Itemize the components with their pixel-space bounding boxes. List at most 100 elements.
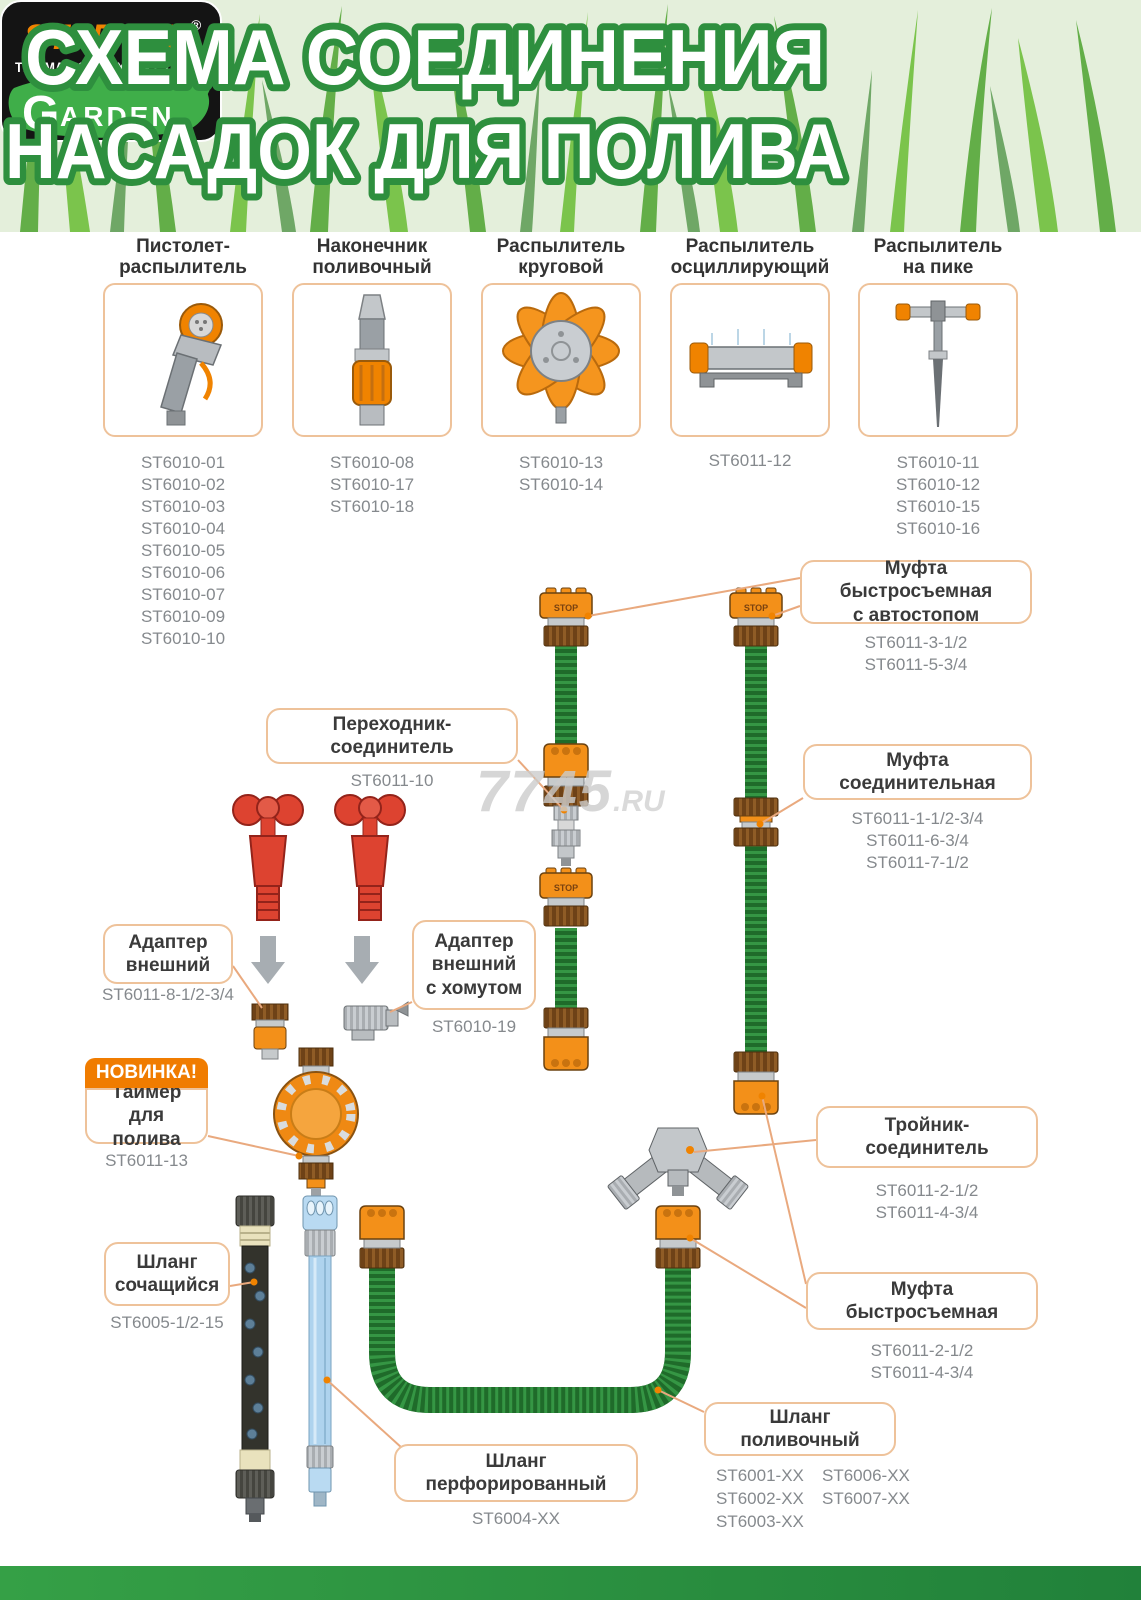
label-line: Наконечник bbox=[316, 236, 428, 257]
label-line: распылитель bbox=[119, 257, 247, 278]
stop-connector-icon bbox=[539, 587, 593, 647]
label-line: поливочный bbox=[312, 257, 432, 278]
quick-connector-icon bbox=[543, 1007, 589, 1071]
label-line: осциллирующий bbox=[670, 257, 830, 278]
tap-icon bbox=[232, 794, 304, 921]
codes-seep-hose: ST6005-1/2-15 bbox=[84, 1312, 250, 1334]
codes-perforated-hose: ST6004-XX bbox=[394, 1508, 638, 1530]
spike-sprinkler-icon bbox=[895, 300, 981, 427]
product-card-nozzle bbox=[292, 283, 452, 437]
callout-quick-coupling: Муфта быстросъемная bbox=[806, 1272, 1038, 1330]
garden-rest: ARDEN bbox=[60, 101, 175, 132]
quick-connector-icon bbox=[733, 1051, 779, 1115]
garden-g: G bbox=[22, 87, 59, 140]
poster-title: СХЕМА СОЕДИНЕНИЯ НАСАДОК ДЛЯ ПОЛИВА bbox=[0, 6, 850, 202]
product-card-spray-gun bbox=[103, 283, 263, 437]
callout-line: Муфта соединительная bbox=[839, 749, 996, 794]
product-code: ST6010-13 bbox=[518, 453, 604, 472]
tap-icon bbox=[334, 794, 406, 921]
brand-name: STARTUL bbox=[24, 18, 184, 57]
product-card-oscillating bbox=[670, 283, 830, 437]
part-code: ST6011-3-1/2 bbox=[864, 633, 968, 652]
callout-quick-coupling-autostop: Муфта быстросъемная с автостопом bbox=[800, 558, 1032, 626]
label-line: на пике bbox=[902, 257, 974, 278]
product-label-spike: Распылитель на пике bbox=[853, 236, 1023, 278]
part-code: ST6007-XX bbox=[822, 1489, 910, 1508]
callout-line: внешний bbox=[431, 954, 517, 976]
part-code: ST6011-6-3/4 bbox=[866, 831, 969, 850]
callout-line: для полива bbox=[112, 1105, 181, 1150]
part-code: ST6011-4-3/4 bbox=[875, 1203, 979, 1222]
brand-reg-mark: ® bbox=[191, 17, 202, 33]
external-adapter-icon bbox=[251, 1003, 289, 1060]
down-arrow-icon bbox=[251, 936, 285, 984]
product-label-oscillating: Распылитель осциллирующий bbox=[665, 236, 835, 278]
product-code: ST6010-12 bbox=[895, 475, 981, 494]
callout-seep-hose: Шланг сочащийся bbox=[104, 1242, 230, 1306]
product-label-circular: Распылитель круговой bbox=[476, 236, 646, 278]
part-code: ST6011-8-1/2-3/4 bbox=[102, 985, 234, 1004]
circular-sprinkler-icon bbox=[502, 292, 620, 424]
product-code: ST6010-15 bbox=[895, 497, 981, 516]
quick-connector-icon bbox=[655, 1205, 701, 1269]
product-code: ST6010-06 bbox=[140, 563, 226, 582]
product-code: ST6010-02 bbox=[140, 475, 226, 494]
callout-line: Адаптер bbox=[434, 931, 514, 953]
part-code: ST6011-2-1/2 bbox=[870, 1341, 974, 1360]
callout-watering-hose: Шланг поливочный bbox=[704, 1402, 896, 1456]
callout-line: Переходник-соединитель bbox=[330, 713, 454, 758]
hose-segments bbox=[369, 646, 767, 1413]
spray-gun-icon bbox=[160, 303, 223, 426]
callout-perforated-hose: Шланг перфорированный bbox=[394, 1444, 638, 1502]
codes-watering-hose-col2: ST6006-XX ST6007-XX bbox=[822, 1464, 922, 1510]
callout-adapter-external: Адаптер внешний bbox=[103, 924, 233, 984]
callout-coupling: Муфта соединительная bbox=[803, 744, 1032, 800]
callout-timer: Таймер для полива bbox=[85, 1082, 208, 1150]
product-code: ST6010-14 bbox=[518, 475, 604, 494]
part-code: ST6004-XX bbox=[472, 1509, 560, 1528]
new-badge: НОВИНКА! bbox=[85, 1058, 208, 1088]
quick-connector-icon bbox=[359, 1205, 405, 1269]
part-code: ST6006-XX bbox=[822, 1466, 910, 1485]
garden-swoosh bbox=[8, 73, 210, 138]
callout-line: сочащийся bbox=[114, 1275, 220, 1296]
product-code: ST6010-10 bbox=[140, 629, 226, 648]
product-code: ST6010-05 bbox=[140, 541, 226, 560]
part-code: ST6011-4-3/4 bbox=[870, 1363, 974, 1382]
product-code: ST6010-04 bbox=[140, 519, 226, 538]
callout-adapter-clamp: Адаптер внешний с хомутом bbox=[412, 920, 536, 1010]
product-card-circular bbox=[481, 283, 641, 437]
codes-quick-coupling: ST6011-2-1/2 ST6011-4-3/4 bbox=[806, 1340, 1038, 1384]
codes-adapter-clamp: ST6010-19 bbox=[412, 1016, 536, 1038]
product-code: ST6010-11 bbox=[896, 453, 980, 472]
part-code: ST6011-2-1/2 bbox=[875, 1181, 979, 1200]
part-code: ST6011-7-1/2 bbox=[866, 853, 969, 872]
product-codes-nozzle: ST6010-08 ST6010-17 ST6010-18 bbox=[287, 452, 457, 518]
product-code: ST6010-01 bbox=[140, 453, 226, 472]
seep-hose-icon bbox=[235, 1195, 275, 1522]
product-code: ST6010-16 bbox=[895, 519, 981, 538]
part-code: ST6010-19 bbox=[431, 1017, 517, 1036]
callout-line: Муфта быстросъемная bbox=[845, 1278, 999, 1323]
grass-header: STARTUL ® THE MARK OF EXPERT TOOLS G ARD… bbox=[0, 0, 1141, 232]
part-code: ST6011-5-3/4 bbox=[864, 655, 968, 674]
product-code: ST6010-17 bbox=[329, 475, 415, 494]
down-arrow-icon bbox=[345, 936, 379, 984]
oscillating-sprinkler-icon bbox=[689, 329, 813, 388]
stop-connector-icon bbox=[539, 867, 593, 927]
label-line: круговой bbox=[518, 257, 604, 278]
callout-line: с автостопом bbox=[852, 604, 980, 626]
part-code: ST6005-1/2-15 bbox=[110, 1313, 224, 1332]
label-line: Распылитель bbox=[685, 236, 815, 257]
product-card-spike bbox=[858, 283, 1018, 437]
brand-logo: STARTUL ® THE MARK OF EXPERT TOOLS G ARD… bbox=[0, 0, 222, 142]
codes-tee: ST6011-2-1/2 ST6011-4-3/4 bbox=[816, 1180, 1038, 1224]
brand-tagline: THE MARK OF EXPERT TOOLS bbox=[15, 59, 207, 75]
codes-coupling: ST6011-1-1/2-3/4 ST6011-6-3/4 ST6011-7-1… bbox=[803, 808, 1032, 874]
callout-line: Тройник-соединитель bbox=[865, 1114, 989, 1159]
part-code: ST6011-10 bbox=[350, 771, 434, 790]
part-code: ST6003-XX bbox=[716, 1512, 804, 1531]
codes-autostop: ST6011-3-1/2 ST6011-5-3/4 bbox=[800, 632, 1032, 676]
label-line: Распылитель bbox=[873, 236, 1003, 257]
